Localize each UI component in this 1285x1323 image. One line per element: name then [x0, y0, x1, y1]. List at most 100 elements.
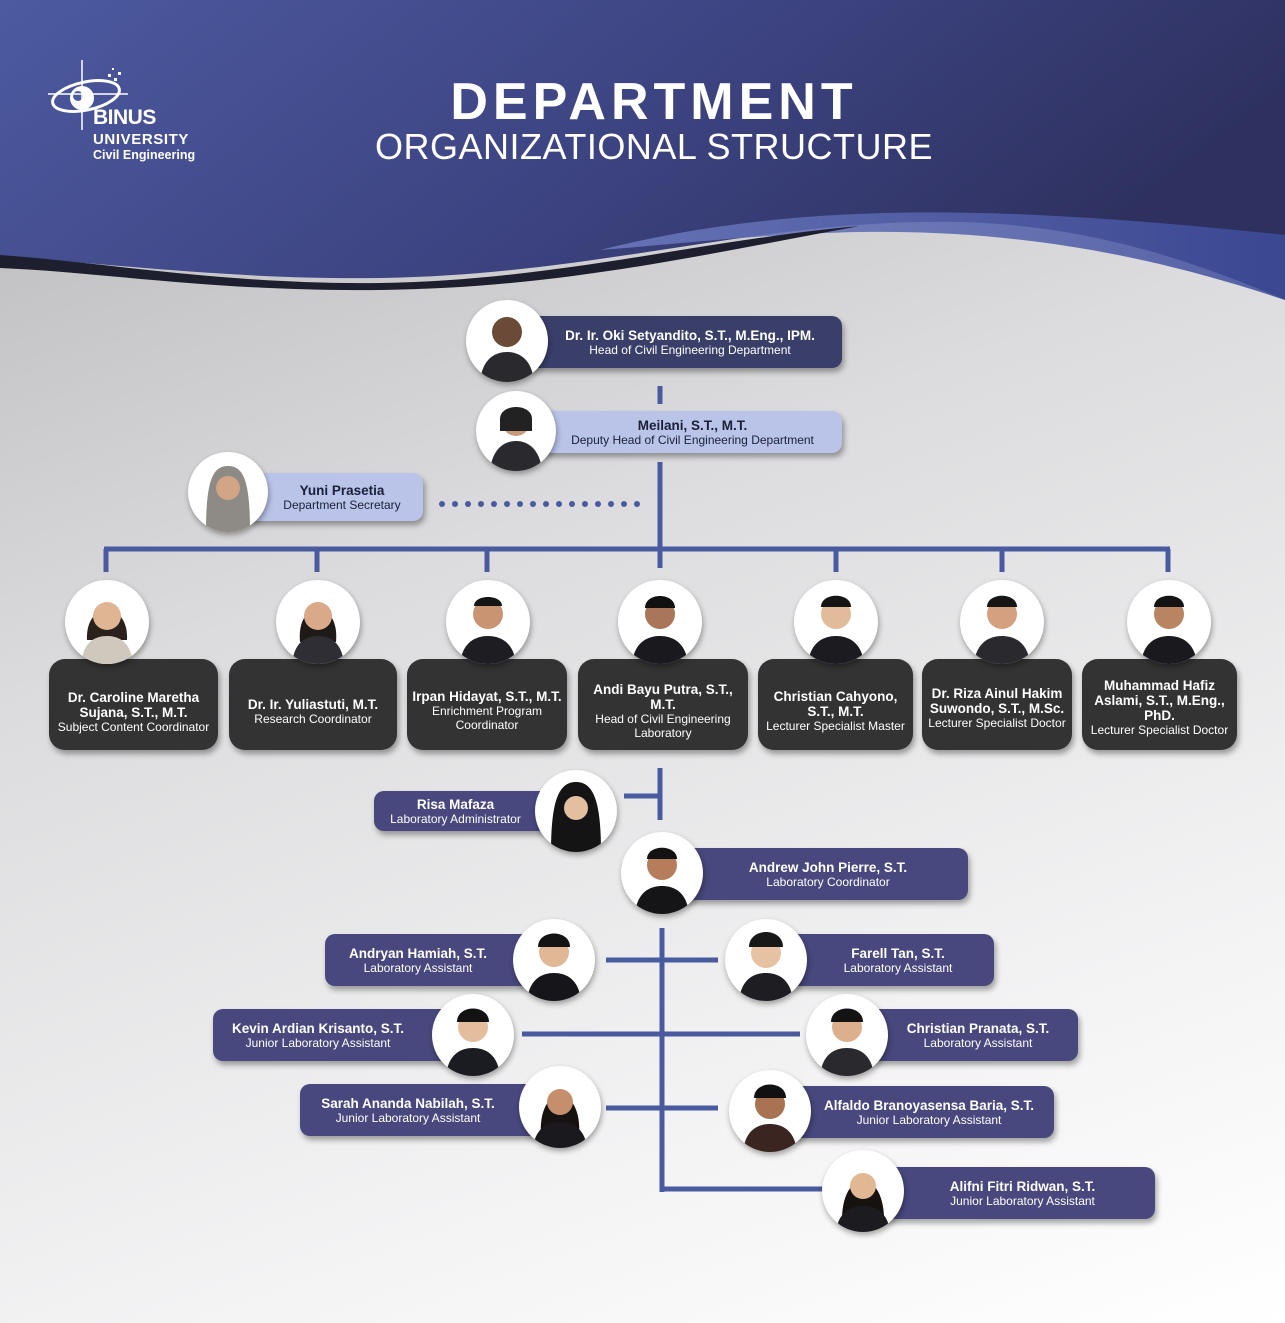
assistant-name: Alfaldo Branoyasensa Baria, S.T.	[823, 1097, 1035, 1113]
assistant-name: Sarah Ananda Nabilah, S.T.	[321, 1095, 495, 1111]
secretary-name: Yuni Prasetia	[299, 482, 385, 498]
assistant-card: Andryan Hamiah, S.T. Laboratory Assistan…	[325, 934, 535, 986]
assistant-card: Sarah Ananda Nabilah, S.T. Junior Labora…	[300, 1084, 540, 1136]
logo-emblem-icon	[48, 60, 128, 130]
logo-department: Civil Engineering	[93, 148, 196, 162]
person-avatar-icon	[527, 933, 581, 1001]
secretary-photo	[188, 452, 268, 532]
person-avatar-icon	[533, 1089, 587, 1148]
assistant-card: Farell Tan, S.T. Laboratory Assistant	[784, 934, 994, 986]
assistant-photo	[725, 919, 807, 1001]
assistant-photo	[432, 994, 514, 1076]
secretary-dotted-line	[439, 501, 640, 507]
coordinator-name: Dr. Ir. Yuliastuti, M.T.	[247, 697, 379, 712]
assistant-role: Junior Laboratory Assistant	[856, 1112, 1002, 1127]
lab-admin-name: Risa Mafaza	[416, 796, 495, 812]
person-avatar-icon	[974, 595, 1030, 664]
coordinator-role: Subject Content Coordinator	[57, 719, 210, 734]
assistant-role: Junior Laboratory Assistant	[245, 1035, 391, 1050]
coordinator-photo	[794, 580, 878, 664]
assistant-photo	[519, 1066, 601, 1148]
coordinator-photo	[65, 580, 149, 664]
coordinator-card: Dr. Riza Ainul Hakim Suwondo, S.T., M.Sc…	[922, 659, 1072, 750]
coordinator-photo	[276, 580, 360, 664]
assistant-card: Christian Pranata, S.T. Laboratory Assis…	[858, 1009, 1078, 1061]
coordinator-photo	[960, 580, 1044, 664]
deputy-name: Meilani, S.T., M.T.	[637, 417, 748, 433]
assistant-name: Farell Tan, S.T.	[851, 945, 945, 961]
logo-university: UNIVERSITY	[93, 131, 190, 148]
lab-admin-photo	[535, 770, 617, 852]
coordinator-name: Irpan Hidayat, S.T., M.T.	[412, 689, 562, 704]
person-avatar-icon	[446, 1008, 500, 1076]
lab-admin-role: Laboratory Administrator	[390, 811, 521, 826]
deputy-photo	[476, 391, 556, 471]
person-avatar-icon	[490, 407, 542, 471]
secretary-card: Yuni Prasetia Department Secretary	[245, 473, 423, 521]
assistant-photo	[822, 1150, 904, 1232]
person-avatar-icon	[808, 595, 864, 664]
person-avatar-icon	[551, 782, 601, 852]
person-avatar-icon	[206, 466, 250, 532]
binus-logo: BINUS UNIVERSITY Civil Engineering	[48, 60, 218, 170]
header-banner	[0, 0, 1285, 300]
coordinator-photo	[618, 580, 702, 664]
head-name: Dr. Ir. Oki Setyandito, S.T., M.Eng., IP…	[565, 327, 815, 343]
person-avatar-icon	[739, 932, 793, 1001]
coordinator-card: Christian Cahyono, S.T., M.T. Lecturer S…	[758, 659, 913, 750]
person-avatar-icon	[820, 1008, 874, 1076]
coordinator-role: Head of Civil Engineering Laboratory	[595, 711, 731, 740]
coordinator-photo	[446, 580, 530, 664]
deputy-card: Meilani, S.T., M.T. Deputy Head of Civil…	[525, 411, 842, 453]
coordinator-name: Dr. Riza Ainul Hakim Suwondo, S.T., M.Sc…	[929, 685, 1065, 716]
assistant-name: Kevin Ardian Krisanto, S.T.	[231, 1020, 405, 1036]
lab-coordinator-name: Andrew John Pierre, S.T.	[748, 859, 908, 875]
assistant-name: Alifni Fitri Ridwan, S.T.	[949, 1178, 1096, 1194]
coordinator-card: Andi Bayu Putra, S.T., M.T. Head of Civi…	[578, 659, 748, 750]
assistant-role: Laboratory Assistant	[923, 1035, 1033, 1050]
coordinator-role: Lecturer Specialist Doctor	[1090, 723, 1229, 737]
assistant-photo	[806, 994, 888, 1076]
person-avatar-icon	[632, 596, 688, 664]
person-avatar-icon	[836, 1173, 890, 1232]
assistant-photo	[513, 919, 595, 1001]
person-avatar-icon	[635, 847, 689, 914]
head-photo	[466, 300, 548, 382]
assistant-card: Kevin Ardian Krisanto, S.T. Junior Labor…	[213, 1009, 453, 1061]
assistant-card: Alifni Fitri Ridwan, S.T. Junior Laborat…	[878, 1167, 1155, 1219]
coordinator-role: Enrichment Program Coordinator	[431, 704, 543, 732]
assistant-role: Laboratory Assistant	[363, 960, 473, 975]
lab-coordinator-photo	[621, 832, 703, 914]
assistant-card: Alfaldo Branoyasensa Baria, S.T. Junior …	[784, 1086, 1054, 1138]
secretary-role: Department Secretary	[283, 497, 401, 512]
person-avatar-icon	[81, 602, 133, 664]
person-avatar-icon	[743, 1084, 797, 1152]
coordinator-photo	[1127, 580, 1211, 664]
page-subtitle: ORGANIZATIONAL STRUCTURE	[374, 126, 934, 167]
coordinator-name: Christian Cahyono, S.T., M.T.	[773, 688, 898, 719]
lab-coordinator-card: Andrew John Pierre, S.T. Laboratory Coor…	[678, 848, 968, 900]
person-avatar-icon	[460, 597, 516, 664]
assistant-role: Junior Laboratory Assistant	[950, 1193, 1095, 1208]
assistant-photo	[729, 1070, 811, 1152]
coordinator-card: Dr. Caroline Maretha Sujana, S.T., M.T. …	[49, 659, 218, 750]
coordinator-name: Andi Bayu Putra, S.T., M.T.	[593, 681, 733, 712]
assistant-name: Andryan Hamiah, S.T.	[348, 945, 488, 961]
lab-coordinator-role: Laboratory Coordinator	[766, 874, 890, 889]
coordinator-role: Lecturer Specialist Master	[766, 718, 905, 733]
person-avatar-icon	[1141, 595, 1197, 664]
coordinator-role: Lecturer Specialist Doctor	[928, 715, 1066, 730]
head-card: Dr. Ir. Oki Setyandito, S.T., M.Eng., IP…	[520, 316, 842, 368]
coordinator-card: Dr. Ir. Yuliastuti, M.T. Research Coordi…	[229, 659, 397, 750]
coordinator-role: Research Coordinator	[254, 712, 372, 726]
assistant-role: Junior Laboratory Assistant	[335, 1110, 481, 1125]
coordinator-card: Muhammad Hafiz Aslami, S.T., M.Eng., PhD…	[1082, 659, 1237, 750]
coordinator-card: Irpan Hidayat, S.T., M.T. Enrichment Pro…	[407, 659, 567, 750]
head-role: Head of Civil Engineering Department	[589, 342, 791, 357]
coordinator-name: Dr. Caroline Maretha Sujana, S.T., M.T.	[67, 689, 200, 720]
coordinator-name: Muhammad Hafiz Aslami, S.T., M.Eng., PhD…	[1094, 678, 1225, 723]
lab-admin-card: Risa Mafaza Laboratory Administrator	[374, 791, 559, 831]
assistant-name: Christian Pranata, S.T.	[906, 1020, 1050, 1036]
